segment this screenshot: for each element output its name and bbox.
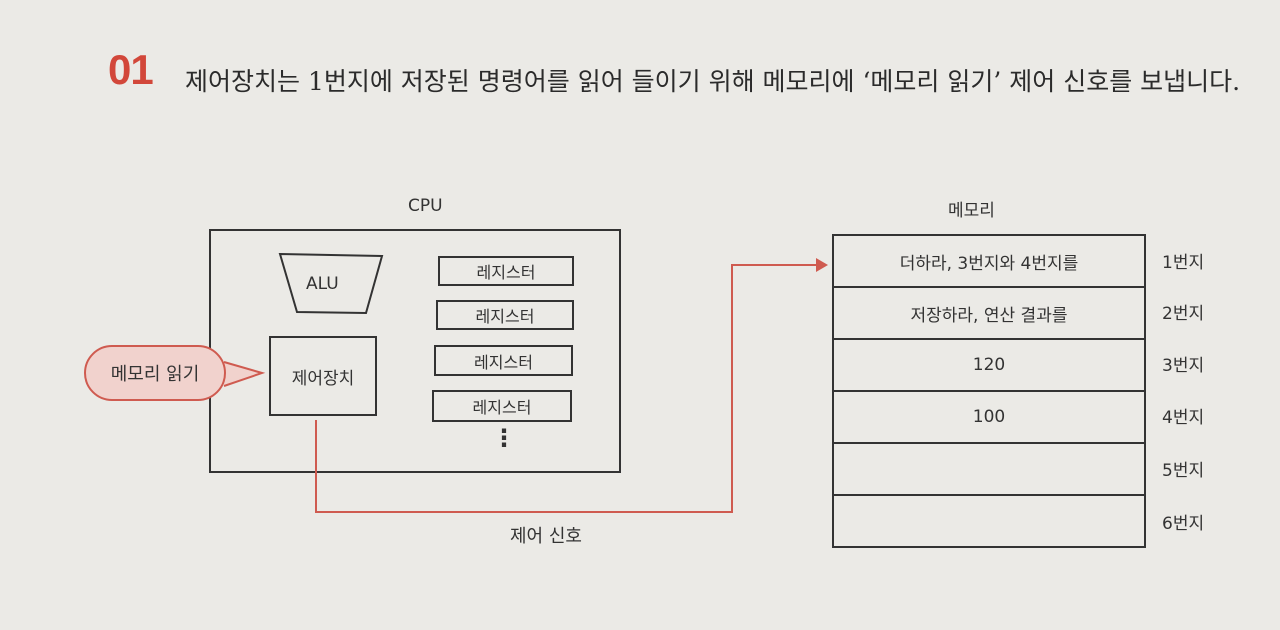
- control-unit-label: 제어장치: [291, 368, 355, 389]
- memory-table: 더하라, 3번지와 4번지를 저장하라, 연산 결과를 120 100: [832, 234, 1146, 548]
- memory-address-6: 6번지: [1162, 514, 1205, 534]
- alu-label: ALU: [306, 274, 339, 294]
- control-signal-label: 제어 신호: [510, 526, 582, 547]
- step-number: 01: [108, 46, 154, 93]
- memory-cell-1: 더하라, 3번지와 4번지를: [834, 236, 1144, 288]
- callout-text: 메모리 읽기: [110, 364, 200, 385]
- memory-cell-6: [834, 496, 1144, 546]
- alu-shape: [278, 252, 384, 315]
- memory-cell-2: 저장하라, 연산 결과를: [834, 288, 1144, 340]
- step-description: 제어장치는 1번지에 저장된 명령어를 읽어 들이기 위해 메모리에 ‘메모리 …: [185, 67, 1241, 96]
- memory-address-2: 2번지: [1162, 304, 1205, 324]
- memory-label: 메모리: [948, 201, 995, 221]
- register-3: 레지스터: [434, 345, 573, 376]
- memory-address-5: 5번지: [1162, 461, 1205, 481]
- memory-cell-4: 100: [834, 392, 1144, 444]
- memory-cell-3: 120: [834, 340, 1144, 392]
- callout-tail: [224, 362, 262, 386]
- control-signal-arrowhead: [816, 258, 828, 272]
- memory-address-1: 1번지: [1162, 253, 1205, 273]
- callout-tail-outline: [223, 361, 266, 387]
- cpu-label: CPU: [408, 196, 443, 216]
- memory-address-3: 3번지: [1162, 356, 1205, 376]
- memory-read-callout: 메모리 읽기: [84, 345, 226, 401]
- more-registers-ellipsis: ⋮: [492, 424, 516, 452]
- memory-cell-5: [834, 444, 1144, 496]
- register-2: 레지스터: [436, 300, 574, 330]
- control-unit-box: 제어장치: [269, 336, 377, 416]
- register-4: 레지스터: [432, 390, 572, 422]
- register-1: 레지스터: [438, 256, 574, 286]
- control-signal-line: [315, 264, 820, 513]
- memory-address-4: 4번지: [1162, 408, 1205, 428]
